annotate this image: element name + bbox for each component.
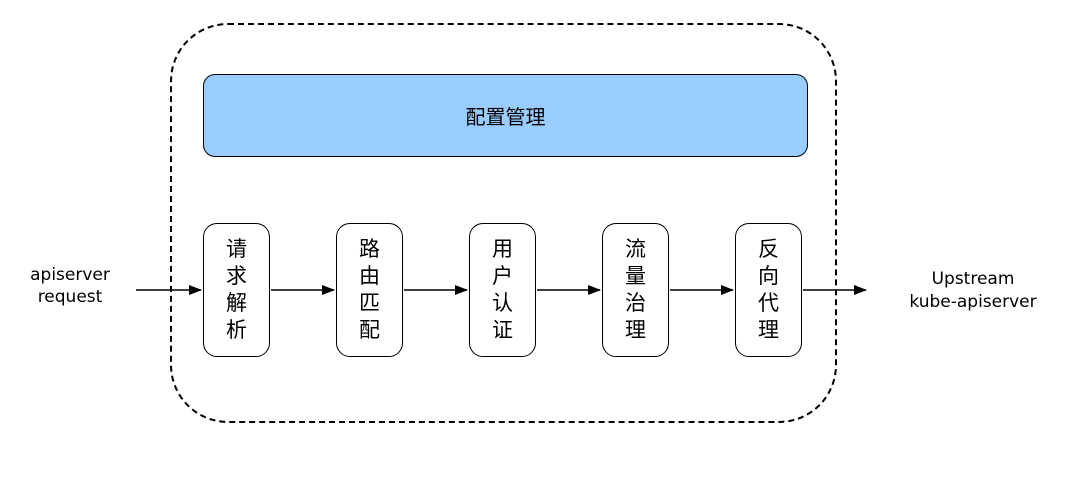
stage-route-matching: 路由匹配 bbox=[336, 223, 403, 357]
stage-traffic-governance: 流量治理 bbox=[602, 223, 669, 357]
stage-reverse-proxy: 反向代理 bbox=[735, 223, 802, 357]
gateway-boundary bbox=[170, 23, 837, 423]
stage-reverse-proxy-label: 反向代理 bbox=[758, 237, 779, 342]
config-management-box: 配置管理 bbox=[203, 74, 808, 157]
source-label: apiserver request bbox=[0, 264, 140, 308]
stage-request-parsing-label: 请求解析 bbox=[226, 237, 247, 342]
stage-user-authentication: 用户认证 bbox=[469, 223, 536, 357]
target-label: Upstream kube-apiserver bbox=[878, 268, 1068, 314]
target-label-line2: kube-apiserver bbox=[909, 292, 1037, 312]
source-label-line1: apiserver bbox=[30, 265, 110, 285]
stage-route-matching-label: 路由匹配 bbox=[359, 237, 380, 342]
config-management-label: 配置管理 bbox=[465, 105, 546, 129]
source-label-line2: request bbox=[37, 287, 103, 307]
target-label-line1: Upstream bbox=[931, 269, 1015, 289]
stage-traffic-governance-label: 流量治理 bbox=[625, 237, 646, 342]
stage-user-authentication-label: 用户认证 bbox=[492, 237, 513, 342]
stage-request-parsing: 请求解析 bbox=[203, 223, 270, 357]
